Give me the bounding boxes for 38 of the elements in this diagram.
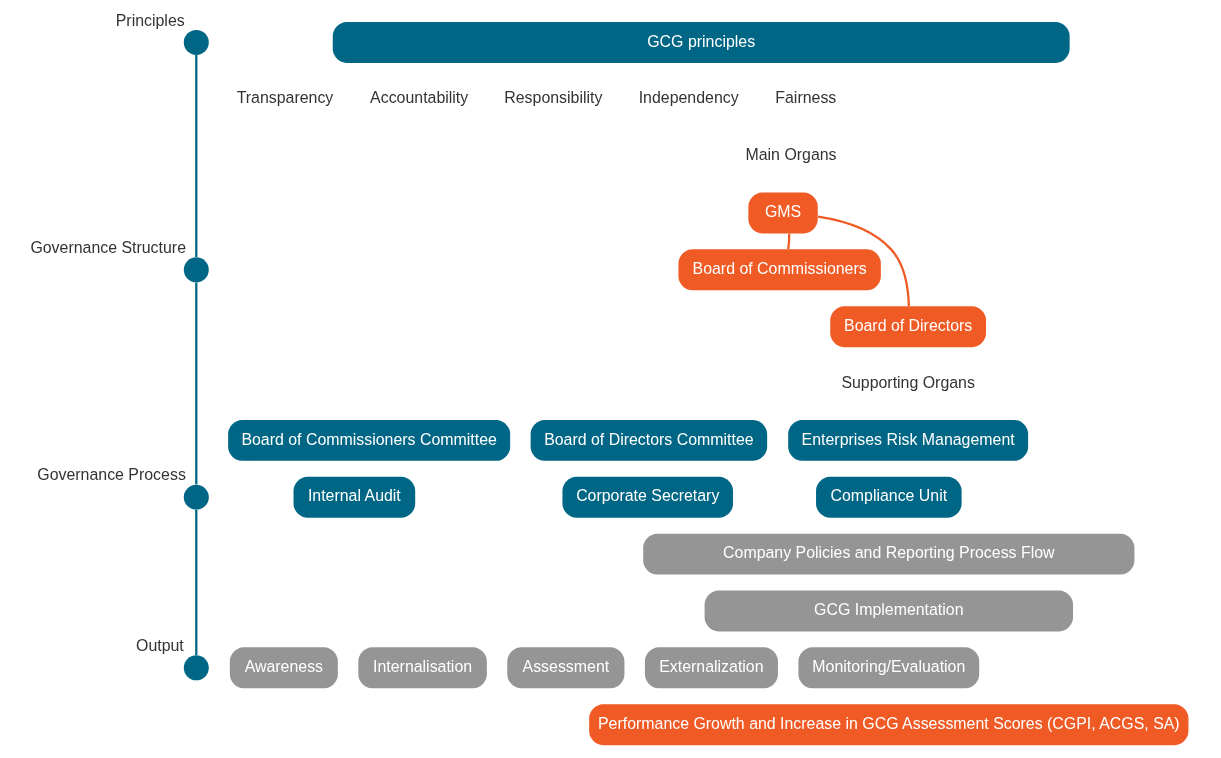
label: Accountability: [370, 89, 469, 107]
label: Independency: [638, 89, 739, 107]
node-label: Output: [136, 637, 184, 654]
node-circle: [183, 29, 209, 55]
node-label: Governance Structure: [30, 239, 186, 256]
node-box: Externalization: [644, 647, 778, 689]
node-box: Monitoring/Evaluation: [798, 647, 980, 689]
node-circle: [183, 484, 209, 510]
node-box: GMS: [748, 192, 818, 234]
node-box: Awareness: [229, 647, 338, 689]
node-box: Board of Commissioners Committee: [228, 419, 511, 461]
node-box: Board of Directors Committee: [530, 419, 768, 461]
label: Transparency: [236, 89, 334, 107]
node-circle: [183, 257, 209, 283]
node-box: Enterprises Risk Management: [788, 419, 1029, 461]
node-box: Internalisation: [358, 647, 487, 689]
node-box: Performance Growth and Increase in GCG Assessment Scores (CGPI, ACGS, SA): [589, 704, 1189, 746]
node-box: Assessment: [507, 647, 625, 689]
node-box: Board of Commissioners: [678, 249, 881, 291]
node-box: Company Policies and Reporting Process Flow: [643, 533, 1135, 575]
node-box: GCG principles: [332, 21, 1070, 63]
node-box: Internal Audit: [293, 476, 416, 518]
node-box: Corporate Secretary: [562, 476, 734, 518]
node-circle: [183, 655, 209, 681]
connector: [195, 55, 198, 257]
connector: [817, 215, 910, 306]
node-box: Board of Directors: [830, 306, 987, 348]
label: Responsibility: [504, 89, 603, 107]
node-box: Compliance Unit: [816, 476, 962, 518]
node-box: GCG Implementation: [704, 590, 1074, 632]
connector: [787, 233, 791, 250]
connector: [195, 282, 198, 485]
label: Fairness: [775, 89, 837, 107]
connector: [195, 509, 198, 656]
node-label: Governance Process: [37, 466, 186, 484]
label: Supporting Organs: [841, 373, 975, 391]
node-label: Principles: [115, 11, 185, 29]
label: Main Organs: [745, 146, 837, 164]
